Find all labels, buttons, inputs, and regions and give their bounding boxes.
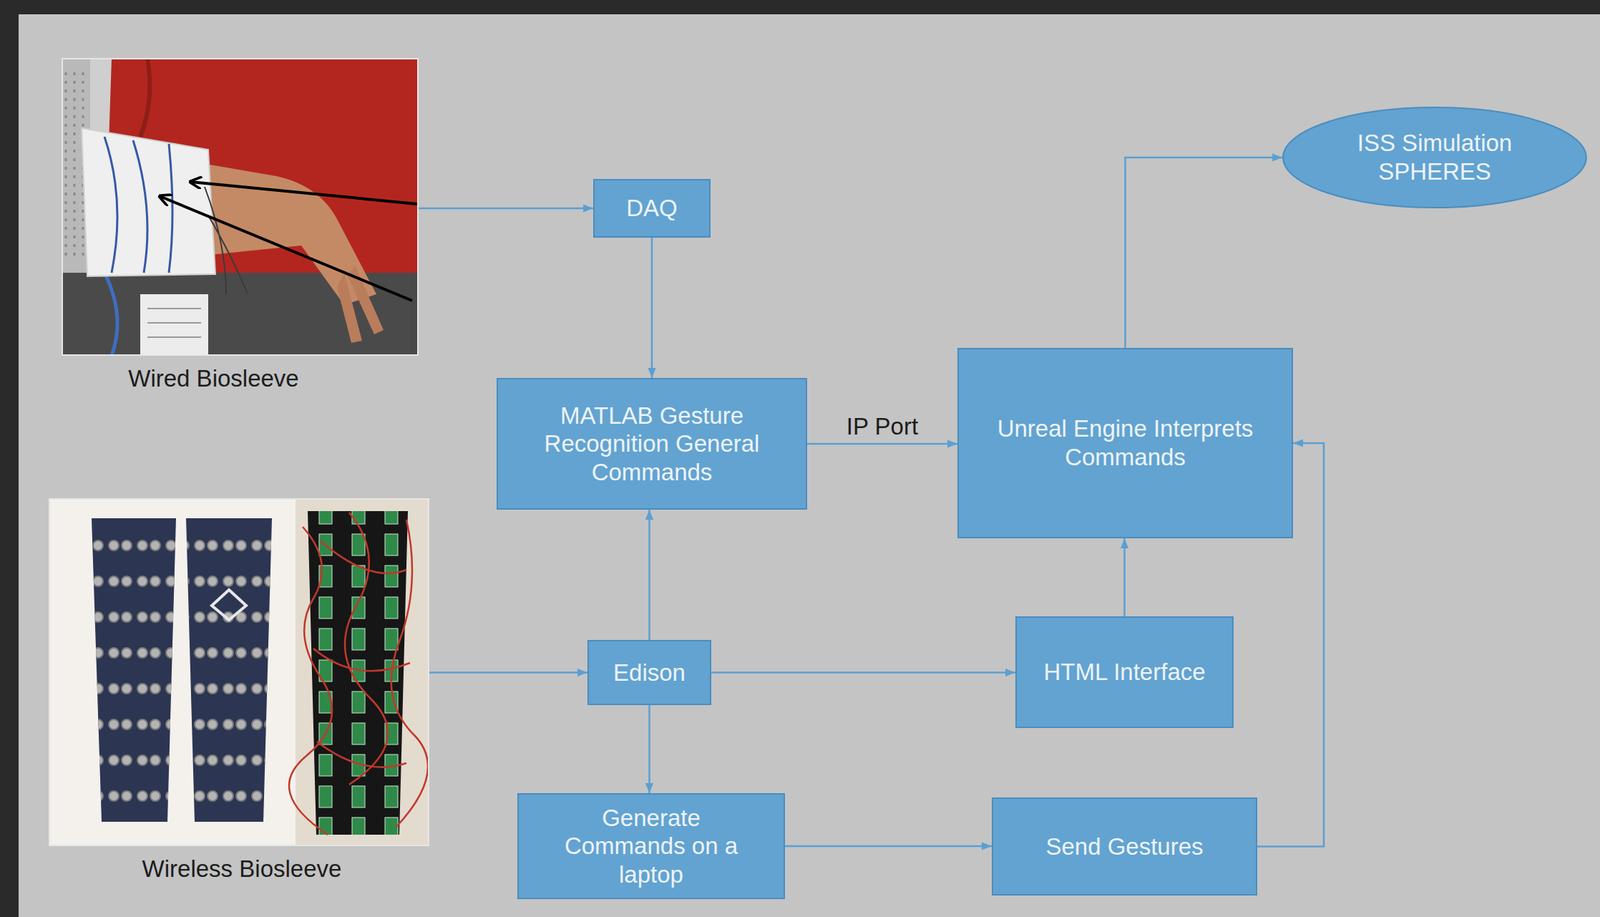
electrodes <box>186 518 272 822</box>
red-wires <box>289 512 428 835</box>
box-text-group: Send Gestures <box>1045 832 1203 861</box>
process-box: DAQ <box>593 178 711 238</box>
flow-arrow <box>807 442 958 446</box>
edge-label: IP Port <box>843 412 921 441</box>
process-box: Edison <box>587 639 712 705</box>
shelf-holes <box>65 72 84 259</box>
electrodes <box>91 518 177 822</box>
box-label: HTML Interface <box>1043 657 1206 687</box>
flow-arrow <box>784 845 992 848</box>
pointer-arrow <box>159 196 413 301</box>
box-text-group: DAQ <box>626 193 678 223</box>
photo-caption: Wireless Biosleeve <box>52 854 431 884</box>
breadboard <box>140 294 209 356</box>
lab-wall <box>61 57 419 356</box>
photo-frame: Wired Biosleeve <box>61 57 419 356</box>
process-box: Generate Commands on a laptop <box>517 792 785 899</box>
shirt-fold <box>140 57 150 137</box>
loose-wires <box>204 186 248 295</box>
process-box: Unreal Engine Interprets Commands <box>957 347 1294 539</box>
process-box: MATLAB Gesture Recognition General Comma… <box>496 377 808 510</box>
flow-arrow <box>1123 538 1126 617</box>
box-text-group: Unreal Engine Interprets Commands <box>989 414 1262 471</box>
flow-arrow <box>418 207 594 210</box>
sleeve <box>91 518 177 822</box>
sleeve <box>186 518 272 822</box>
photo-ground <box>48 498 430 846</box>
ellipse-shape <box>1282 106 1588 209</box>
breadboard-rows <box>147 308 202 338</box>
photo-caption: Wired Biosleeve <box>36 364 391 393</box>
wired-sleeve <box>81 128 216 277</box>
box-label: ISS Simulation SPHERES <box>1330 128 1539 186</box>
wireless-photo <box>48 498 430 846</box>
box-text-group: MATLAB Gesture Recognition General Comma… <box>530 401 774 487</box>
flow-arrow <box>648 509 651 640</box>
flow-arrow <box>429 671 588 674</box>
flow-arrow <box>651 237 654 378</box>
photo-ground <box>295 498 430 846</box>
wired-photo <box>61 57 419 356</box>
box-label: MATLAB Gesture Recognition General Comma… <box>530 401 774 487</box>
sleeve-wires <box>104 136 173 273</box>
fingers <box>337 265 384 343</box>
box-label: Edison <box>613 658 686 687</box>
flow-arrow <box>711 671 1016 674</box>
target-ellipse: ISS Simulation SPHERES <box>1282 106 1588 209</box>
box-text-group: HTML Interface <box>1043 657 1206 687</box>
box-text-group: ISS Simulation SPHERES <box>1330 128 1539 186</box>
flow-arrow <box>1125 157 1284 348</box>
sensor-boards <box>307 510 408 835</box>
box-label: Unreal Engine Interprets Commands <box>989 414 1262 471</box>
box-text-group: Edison <box>613 658 686 687</box>
box-label: Send Gestures <box>1045 832 1203 861</box>
box-text-group: Generate Commands on a laptop <box>561 803 741 889</box>
box-label: Generate Commands on a laptop <box>561 803 741 889</box>
pointer-arrow <box>190 181 418 204</box>
process-box: Send Gestures <box>991 797 1258 896</box>
box-label: DAQ <box>626 193 678 223</box>
flow-arrow <box>648 704 651 793</box>
process-box: HTML Interface <box>1015 616 1234 728</box>
sleeve-logo <box>211 589 247 620</box>
ellipse-outline <box>1283 107 1587 208</box>
sleeve <box>307 510 408 835</box>
cable <box>104 272 118 356</box>
photo-frame: Wireless Biosleeve <box>48 498 430 846</box>
